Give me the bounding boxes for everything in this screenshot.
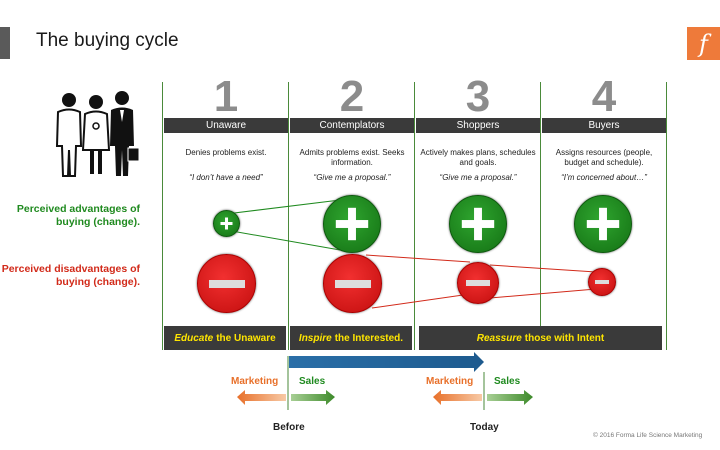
- column-divider: [666, 82, 667, 350]
- column-divider: [414, 82, 415, 350]
- sales-label: Sales: [494, 376, 521, 387]
- stage-number: 2: [339, 72, 365, 121]
- title-accent-bar: [0, 27, 10, 59]
- disadvantages-label: Perceived disadvantages of buying (chang…: [1, 263, 140, 288]
- page-title: The buying cycle: [36, 30, 179, 51]
- stage-quote: “I’m concerned about…”: [561, 173, 647, 182]
- copyright-text: © 2016 Forma Life Science Marketing: [593, 432, 703, 439]
- before-label: Before: [273, 422, 305, 433]
- minus-icon: [197, 254, 256, 313]
- stage-description: Assigns resources (people, budget and sc…: [555, 148, 653, 167]
- sales-label: Sales: [299, 376, 326, 387]
- today-label: Today: [470, 422, 499, 433]
- minus-icon: [588, 268, 616, 296]
- column-divider: [162, 82, 163, 350]
- marketing-label: Marketing: [426, 376, 474, 387]
- column-divider: [540, 82, 541, 350]
- column-divider: [288, 82, 289, 350]
- stage-quote: “Give me a proposal.”: [439, 173, 517, 182]
- stage-name: Shoppers: [416, 118, 540, 133]
- stage-name: Buyers: [542, 118, 666, 133]
- stage-description: Actively makes plans, schedules and goal…: [420, 148, 536, 167]
- stage-name: Contemplators: [290, 118, 414, 133]
- stage-number: 3: [465, 72, 491, 121]
- stage-number: 4: [591, 72, 617, 121]
- marketing-label: Marketing: [231, 376, 279, 387]
- advantages-label: Perceived advantages of buying (change).: [16, 203, 140, 228]
- stage-quote: “I don’t have a need”: [189, 173, 263, 182]
- stage-name: Unaware: [164, 118, 288, 133]
- brand-logo: f: [687, 27, 720, 60]
- stage-description: Admits problems exist. Seeks information…: [299, 148, 405, 167]
- plus-icon: [574, 195, 632, 253]
- minus-icon: [457, 262, 499, 304]
- minus-icon: [323, 254, 382, 313]
- stage-number: 1: [213, 72, 239, 121]
- stage-quote: “Give me a proposal.”: [313, 173, 391, 182]
- stage-description: Denies problems exist.: [185, 148, 267, 157]
- plus-icon: [449, 195, 507, 253]
- people-icon: [55, 91, 140, 177]
- plus-icon: [213, 210, 240, 237]
- plus-icon: [323, 195, 381, 253]
